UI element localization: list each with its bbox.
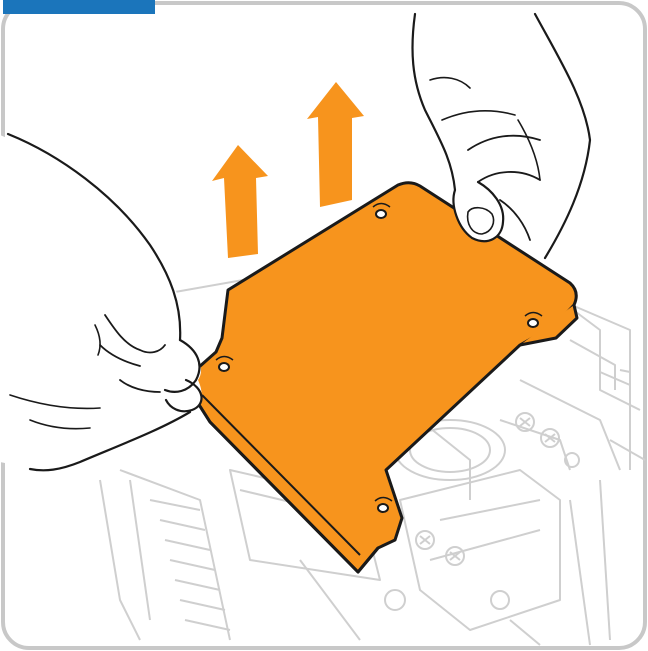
step-badge <box>3 0 155 14</box>
